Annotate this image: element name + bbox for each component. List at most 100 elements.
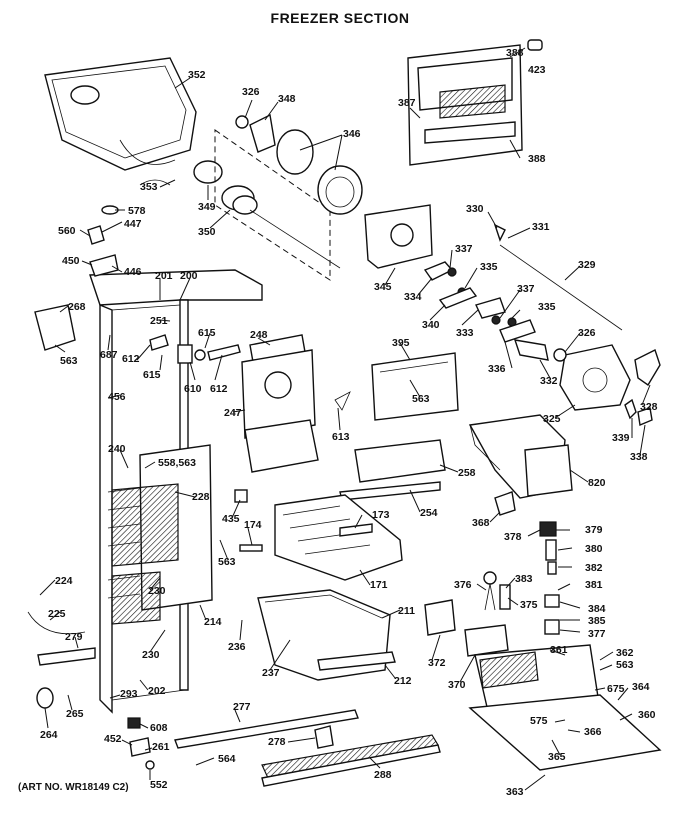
diagram-title: FREEZER SECTION <box>270 10 410 26</box>
dispenser-door-part <box>407 39 543 166</box>
callout-label: 228 <box>192 491 210 503</box>
callout-label: 552 <box>150 779 168 791</box>
callout-label: 288 <box>374 769 392 781</box>
callout-label: 388 <box>506 47 524 59</box>
callout-label: 563 <box>218 556 236 568</box>
callout-label: 450 <box>62 255 80 267</box>
callout-label: 446 <box>124 266 142 278</box>
callout-label: 264 <box>40 729 58 741</box>
callout-label: 336 <box>488 363 506 375</box>
rail-part <box>174 709 359 749</box>
shelf-part <box>354 439 446 483</box>
callout-label: 368 <box>472 517 490 529</box>
callout-label: 230 <box>142 649 160 661</box>
callout-label: 376 <box>454 579 472 591</box>
callout-label: 345 <box>374 281 392 293</box>
callout-label: 615 <box>143 369 161 381</box>
callout-label: 380 <box>585 543 603 555</box>
callout-label: 338 <box>630 451 648 463</box>
callout-label: 382 <box>585 562 603 574</box>
callout-label: 383 <box>515 573 533 585</box>
evaporator-part <box>107 444 213 625</box>
callout-label: 395 <box>392 337 410 349</box>
callout-label: 612 <box>210 383 228 395</box>
callout-label: 346 <box>343 128 361 140</box>
callout-label: 615 <box>198 327 216 339</box>
callout-label: 361 <box>550 644 568 656</box>
callout-label: 352 <box>188 69 206 81</box>
callout-label: 211 <box>398 605 415 617</box>
callout-label: 236 <box>228 641 246 653</box>
callout-label: 350 <box>198 226 216 238</box>
callout-label: 248 <box>250 329 268 341</box>
callout-label: 293 <box>120 688 138 700</box>
callout-label: 564 <box>218 753 236 765</box>
callout-label: 329 <box>578 259 596 271</box>
callout-label: 224 <box>55 575 73 587</box>
callout-label: 387 <box>398 97 416 109</box>
callout-label: 171 <box>370 579 388 591</box>
callout-label: 820 <box>588 477 606 489</box>
art-number: (ART NO. WR18149 C2) <box>18 782 129 793</box>
callout-label: 377 <box>588 628 606 640</box>
auger-assembly-part <box>139 160 341 269</box>
callout-label: 608 <box>150 722 168 734</box>
callout-labels: 352 326 348 346 388 423 387 388 353 349 … <box>40 47 658 798</box>
callout-label: 560 <box>58 225 76 237</box>
callout-label: 337 <box>517 283 535 295</box>
leader-lines <box>39 47 651 791</box>
callout-label: 366 <box>584 726 602 738</box>
actuator-rod-part <box>499 244 623 331</box>
callout-label: 372 <box>428 657 446 669</box>
callout-label: 362 <box>616 647 634 659</box>
callout-label: 200 <box>180 270 198 282</box>
wire-basket-part <box>274 494 403 581</box>
callout-label: 349 <box>198 201 216 213</box>
callout-label: 247 <box>224 407 242 419</box>
callout-label: 447 <box>124 218 142 230</box>
callout-label: 278 <box>268 736 286 748</box>
callout-label: 214 <box>204 616 222 628</box>
callout-label: 563 <box>412 393 430 405</box>
callout-label: 173 <box>372 509 390 521</box>
callout-label: 212 <box>394 675 412 687</box>
cam-linkage-part <box>423 261 549 361</box>
callout-label: 613 <box>332 431 350 443</box>
bracket-part <box>34 304 76 351</box>
callout-label: 337 <box>455 243 473 255</box>
callout-label: 258 <box>458 467 476 479</box>
callout-label: 388 <box>528 153 546 165</box>
callout-label: 201 <box>155 270 173 282</box>
callout-label: 456 <box>108 391 126 403</box>
callout-label: 277 <box>233 701 251 713</box>
callout-label: 452 <box>104 733 122 745</box>
control-box-part <box>424 599 456 636</box>
callout-label: 353 <box>140 181 158 193</box>
callout-label: 379 <box>585 524 603 536</box>
cover-panel-part <box>371 352 459 421</box>
callout-label: 333 <box>456 327 474 339</box>
ice-bucket-part <box>44 57 197 171</box>
callout-label: 326 <box>242 86 260 98</box>
callout-label: 265 <box>66 708 84 720</box>
callout-label: 612 <box>122 353 140 365</box>
callout-label: 558,563 <box>158 457 196 469</box>
callout-label: 261 <box>152 741 170 753</box>
callout-label: 435 <box>222 513 240 525</box>
callout-label: 202 <box>148 685 166 697</box>
callout-label: 334 <box>404 291 422 303</box>
callout-label: 675 <box>607 683 625 695</box>
callout-label: 328 <box>640 401 658 413</box>
callout-label: 384 <box>588 603 606 615</box>
callout-label: 378 <box>504 531 522 543</box>
callout-label: 174 <box>244 519 262 531</box>
callout-label: 340 <box>422 319 440 331</box>
callout-label: 335 <box>538 301 556 313</box>
callout-label: 563 <box>60 355 78 367</box>
callout-label: 332 <box>540 375 558 387</box>
callout-label: 563 <box>616 659 634 671</box>
mounting-plate-part <box>364 204 433 269</box>
callout-label: 335 <box>480 261 498 273</box>
callout-label: 360 <box>638 709 656 721</box>
